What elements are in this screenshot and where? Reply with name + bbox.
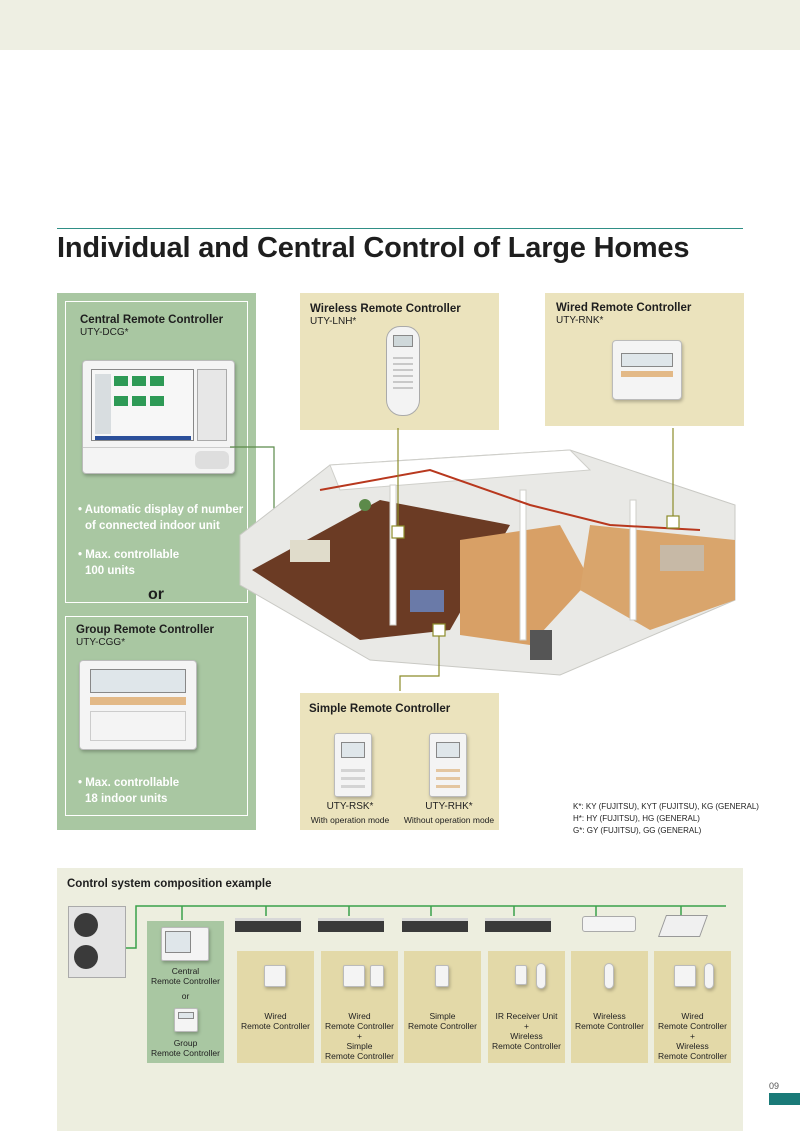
simple-controller-box: Simple Remote Controller UTY-RSK* With o… <box>300 693 499 830</box>
central-controller-box: Central Remote Controller UTY-DCG* • Aut… <box>65 301 248 603</box>
group-mini-image <box>174 1008 198 1032</box>
house-illustration <box>239 449 736 676</box>
page-number: 09 <box>769 1081 780 1091</box>
central-group-cell: Central Remote Controller or Group Remot… <box>147 921 224 1063</box>
central-model: UTY-DCG* <box>80 327 129 338</box>
model-notes: K*: KY (FUJITSU), KYT (FUJITSU), KG (GEN… <box>573 801 759 837</box>
group-bullet-1: • Max. controllable <box>78 777 180 789</box>
central-controller-image <box>82 360 235 474</box>
cell-ir-wireless: IR Receiver Unit + Wireless Remote Contr… <box>488 951 565 1063</box>
cell-wired-simple-label-5: Remote Controller <box>325 1051 394 1061</box>
group-model: UTY-CGG* <box>76 637 126 648</box>
group-bullet-1b: 18 indoor units <box>85 793 168 805</box>
cell-wired-label-1: Wired <box>264 1011 287 1021</box>
cell-ir-label-3: Wireless <box>510 1031 543 1041</box>
central-title: Central Remote Controller <box>80 314 224 326</box>
cell-wireless-label-1: Wireless <box>593 1011 626 1021</box>
cell-ir-label-1: IR Receiver Unit <box>495 1011 558 1021</box>
central-bullet-2: • Max. controllable <box>78 549 180 561</box>
duct-unit-2 <box>318 918 384 932</box>
cell-simple-label-1: Simple <box>429 1011 456 1021</box>
simple-rsk-image <box>334 733 372 797</box>
wired-controller-box: Wired Remote Controller UTY-RNK* <box>545 293 744 426</box>
outdoor-unit-image <box>68 906 126 978</box>
cell-simple: Simple Remote Controller <box>404 951 481 1063</box>
wireless-remote-image <box>386 326 420 416</box>
cell-wired-simple-label-3: + <box>357 1031 362 1041</box>
group-title: Group Remote Controller <box>76 624 215 636</box>
simple-title: Simple Remote Controller <box>309 703 451 715</box>
page-title: Individual and Central Control of Large … <box>57 232 690 264</box>
composition-title: Control system composition example <box>67 878 272 890</box>
cell-wired: Wired Remote Controller <box>237 951 314 1063</box>
cell-wired-simple-label-4: Simple <box>346 1041 373 1051</box>
note-h: H*: HY (FUJITSU), HG (GENERAL) <box>573 814 700 823</box>
group-label-2: Remote Controller <box>151 1048 220 1058</box>
group-controller-image <box>79 660 197 750</box>
simple-rsk-desc: With operation mode <box>310 815 390 825</box>
wireless-controller-box: Wireless Remote Controller UTY-LNH* <box>300 293 499 430</box>
simple-rsk-model: UTY-RSK* <box>326 801 374 812</box>
group-label-1: Group <box>173 1038 198 1048</box>
central-bullet-1b: of connected indoor unit <box>85 520 220 532</box>
central-label-2: Remote Controller <box>151 976 220 986</box>
cell-wired-simple-label-1: Wired <box>348 1011 371 1021</box>
cell-ir-label-2: + <box>524 1021 529 1031</box>
or-label: or <box>148 586 164 603</box>
wired-title: Wired Remote Controller <box>556 302 692 314</box>
cell-wired-wireless-label-1: Wired <box>681 1011 704 1021</box>
note-k: K*: KY (FUJITSU), KYT (FUJITSU), KG (GEN… <box>573 802 759 811</box>
central-label-1: Central <box>171 966 200 976</box>
wired-controller-image <box>612 340 682 400</box>
top-band <box>0 0 800 50</box>
title-rule <box>57 228 743 229</box>
cell-simple-label-2: Remote Controller <box>408 1021 477 1031</box>
duct-unit-1 <box>235 918 301 932</box>
cell-wireless-label-2: Remote Controller <box>575 1021 644 1031</box>
cell-wired-label-2: Remote Controller <box>241 1021 310 1031</box>
cell-wired-simple: Wired Remote Controller + Simple Remote … <box>321 951 398 1063</box>
duct-unit-3 <box>402 918 468 932</box>
cell-wired-wireless-label-5: Remote Controller <box>658 1051 727 1061</box>
wall-unit <box>582 916 636 932</box>
cell-wired-wireless-label-4: Wireless <box>676 1041 709 1051</box>
central-bullet-2b: 100 units <box>85 565 135 577</box>
simple-rhk-image <box>429 733 467 797</box>
cell-wireless: Wireless Remote Controller <box>571 951 648 1063</box>
duct-unit-4 <box>485 918 551 932</box>
cassette-unit <box>657 915 709 937</box>
central-group-panel: Central Remote Controller UTY-DCG* • Aut… <box>57 293 256 830</box>
connector-lines <box>391 428 680 691</box>
cell-wired-wireless: Wired Remote Controller + Wireless Remot… <box>654 951 731 1063</box>
cell-wired-simple-label-2: Remote Controller <box>325 1021 394 1031</box>
group-controller-box: Group Remote Controller UTY-CGG* • Max. … <box>65 616 248 816</box>
wireless-title: Wireless Remote Controller <box>310 303 461 315</box>
composition-or: or <box>181 991 190 1001</box>
note-g: G*: GY (FUJITSU), GG (GENERAL) <box>573 826 702 835</box>
cell-wired-wireless-label-2: Remote Controller <box>658 1021 727 1031</box>
central-bullet-1: • Automatic display of number <box>78 504 244 516</box>
cell-ir-label-4: Remote Controller <box>492 1041 561 1051</box>
wired-model: UTY-RNK* <box>556 315 604 326</box>
page-accent-bar <box>769 1093 800 1105</box>
simple-rhk-model: UTY-RHK* <box>425 801 473 812</box>
wireless-model: UTY-LNH* <box>310 316 357 327</box>
central-mini-image <box>161 927 209 961</box>
cell-wired-wireless-label-3: + <box>690 1031 695 1041</box>
composition-panel: Control system composition example Centr… <box>57 868 743 1131</box>
simple-rhk-desc: Without operation mode <box>403 815 495 825</box>
